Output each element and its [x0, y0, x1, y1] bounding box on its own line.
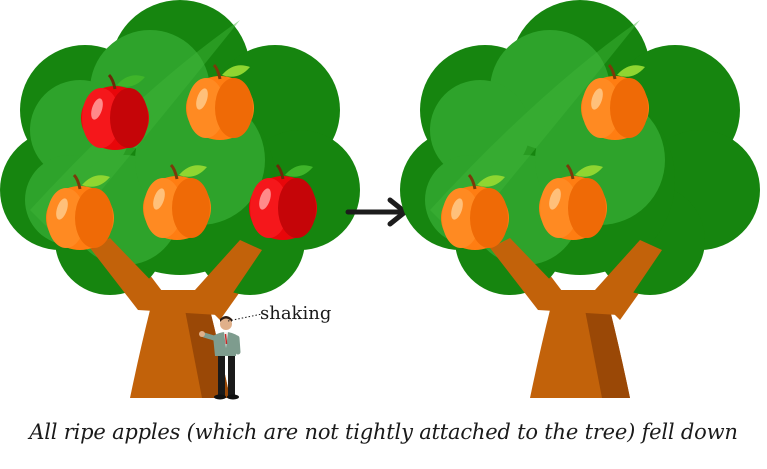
caption: All ripe apples (which are not tightly a… [29, 420, 738, 444]
leader-line [227, 313, 263, 322]
shaking-label: shaking [260, 303, 332, 324]
person-figure [199, 316, 241, 400]
tree-before [0, 0, 360, 398]
tree-after [400, 0, 760, 398]
